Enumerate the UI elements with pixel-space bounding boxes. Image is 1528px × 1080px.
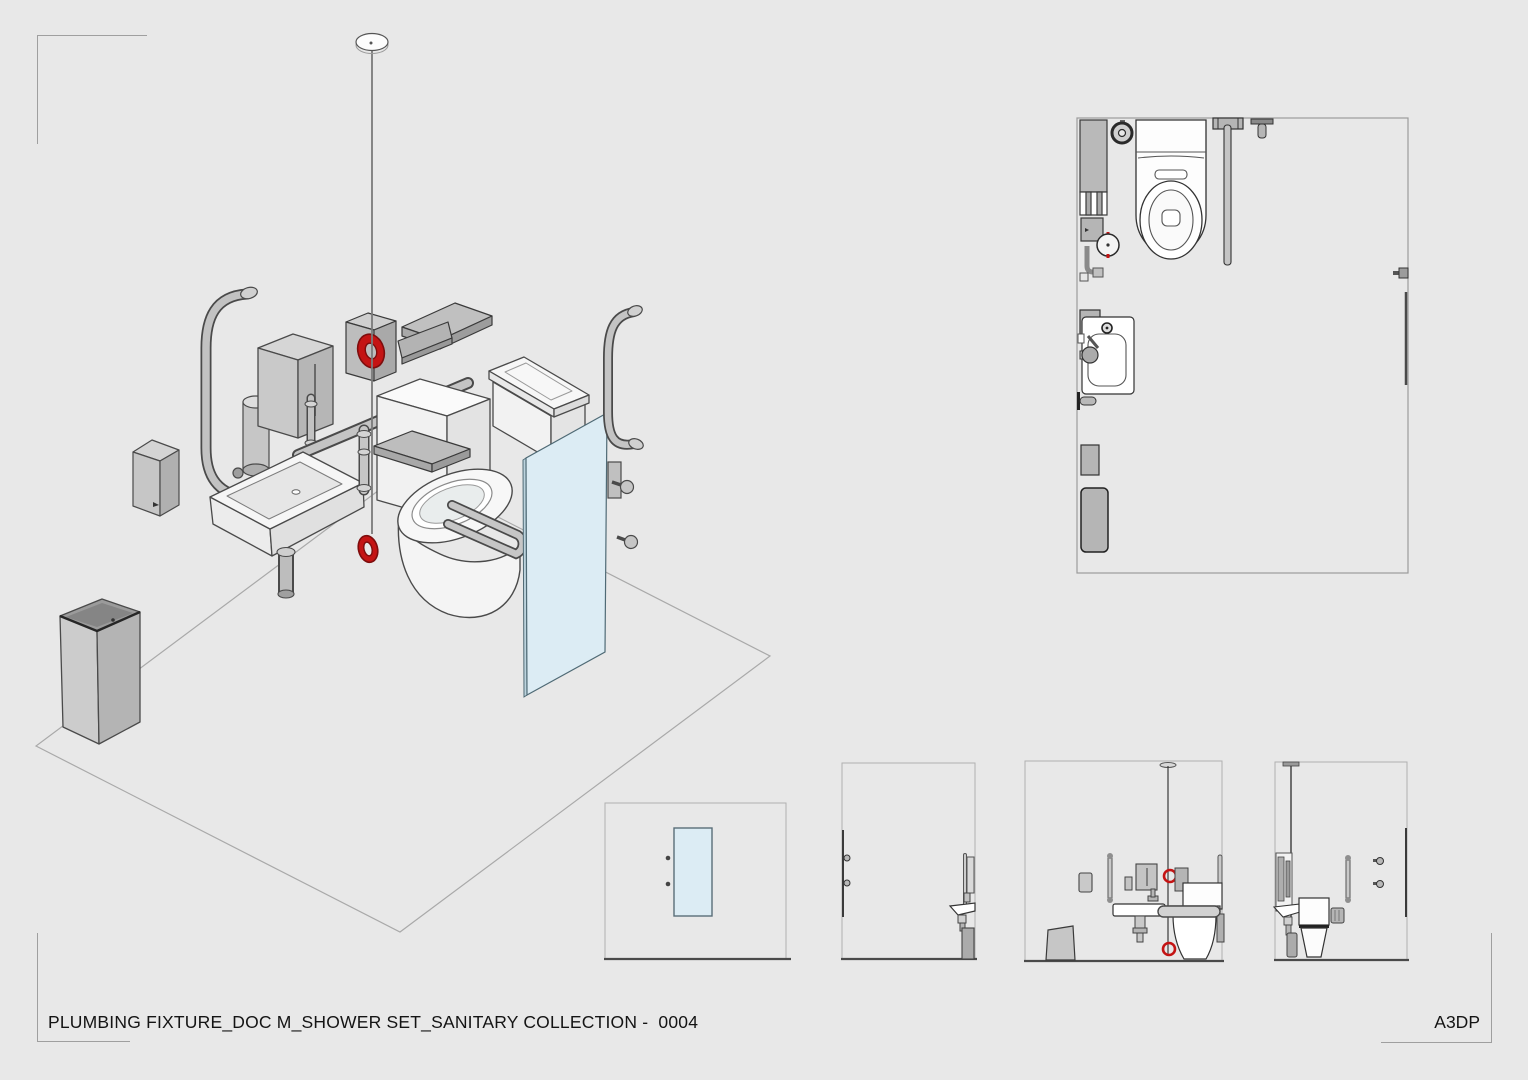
flush-pipe-small [304, 393, 318, 451]
elev-toilet [1169, 882, 1225, 960]
shower-shelf [397, 302, 493, 365]
elev-basin-side [948, 892, 976, 960]
plan-cistern-panel [1079, 119, 1108, 216]
elev4-toilet-side [1298, 897, 1330, 958]
plan-pull-cord-rose [1110, 120, 1134, 145]
elev-screen-edge [842, 830, 851, 917]
waste-bin [59, 598, 141, 745]
elevation-shower-screen [604, 802, 791, 961]
red-control-ring [356, 333, 386, 369]
plan-waste-bin [1080, 487, 1109, 553]
plan-washbasin [1077, 309, 1135, 395]
folding-rail [443, 500, 528, 560]
elev-hook-dot [665, 855, 671, 861]
plan-control-box [1079, 217, 1120, 282]
elev-basin [1112, 903, 1166, 943]
elev-red-ring [1162, 868, 1178, 884]
corner-mark-top-left [37, 35, 147, 144]
elev-grab-rail [1107, 853, 1113, 903]
plan-view [1076, 117, 1409, 574]
elev-paper-dispenser [1078, 872, 1093, 893]
elev4-hooks [1373, 857, 1384, 888]
backrest [373, 430, 471, 473]
shower-screen [522, 411, 608, 698]
plan-hook [1250, 118, 1274, 139]
elev4-basin-side [1272, 903, 1301, 958]
elev-tap [1147, 888, 1159, 902]
red-pull-ring [357, 534, 379, 564]
coat-hook [616, 534, 639, 550]
corner-mark-bottom-left [37, 933, 130, 1042]
elevation-basin-wall [841, 762, 977, 961]
plan-toilet [1135, 119, 1207, 260]
isometric-exploded-view [34, 32, 772, 933]
elev-red-ring [1161, 941, 1177, 957]
corner-mark-bottom-right [1381, 933, 1492, 1043]
elevation-sanitary-wall [1024, 760, 1225, 963]
elev-pull-cord [1159, 762, 1178, 957]
grab-rail-right [603, 305, 644, 550]
elev-soap-dispenser [1124, 876, 1133, 891]
plan-shower-rail [1212, 117, 1244, 266]
washbasin [209, 451, 365, 557]
plan-door-handle [1393, 267, 1409, 279]
elev-screen-panel [673, 827, 713, 917]
elev-waste-bin [1045, 925, 1076, 961]
sheet-title: PLUMBING FIXTURE_DOC M_SHOWER SET_SANITA… [48, 1012, 699, 1032]
elev-hand-dryer [1135, 863, 1158, 891]
paper-dispenser [132, 439, 180, 517]
elev4-toilet-paper-holder [1330, 907, 1345, 924]
elevation-toilet-wall [1272, 761, 1409, 962]
elev4-wall-panel [1275, 852, 1293, 912]
plan-tap-handle [1077, 392, 1097, 410]
hand-dryer [257, 333, 334, 439]
basin-trap [276, 546, 296, 599]
elev-hook-dot [665, 881, 671, 887]
ceiling-pull-cord [355, 32, 389, 564]
coat-hook [611, 479, 635, 495]
elev4-grab-rail [1345, 855, 1351, 903]
elev-folding-rail [1157, 905, 1221, 918]
sheet-code: A3DP [1434, 1012, 1480, 1032]
flush-valve-pipe [356, 424, 372, 496]
shower-control-unit [345, 312, 397, 382]
plan-dispenser [1080, 444, 1100, 476]
